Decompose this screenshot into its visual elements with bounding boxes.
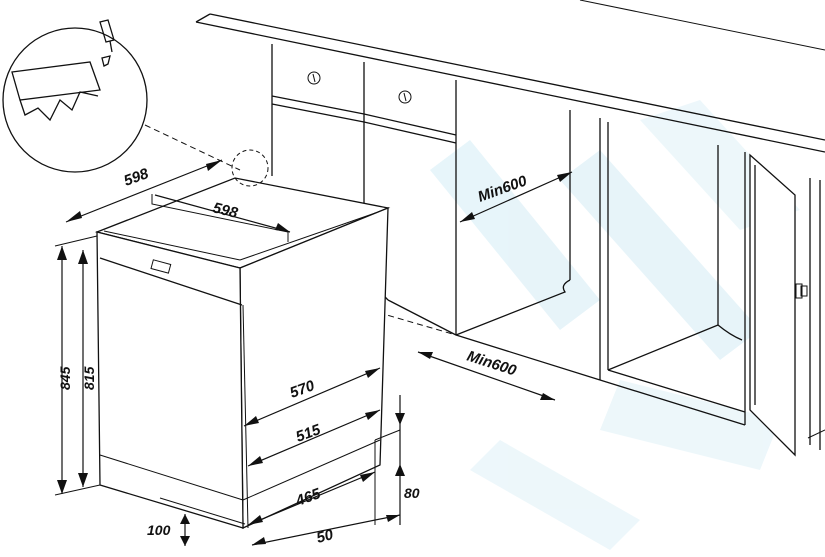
dimension-height-845: 845	[54, 235, 101, 496]
dishwasher	[94, 177, 391, 530]
door-cabinet	[599, 118, 825, 457]
watermark	[430, 100, 800, 550]
dimension-height-815: 815	[78, 250, 97, 487]
dimension-top-width-inner: 598	[154, 194, 291, 233]
dim-label-100: 100	[147, 522, 171, 538]
dimension-gap-80: 80	[395, 395, 420, 525]
cabinet-knob-icon	[307, 71, 321, 85]
detail-inset	[2, 19, 269, 187]
dim-label-50: 50	[315, 526, 336, 547]
dimension-niche-depth: Min600	[417, 348, 556, 401]
dimension-offset-50: 50	[251, 429, 401, 547]
screw-icon	[101, 55, 111, 67]
dim-label-80: 80	[404, 485, 420, 501]
dim-label-598-outer: 598	[122, 165, 152, 190]
dim-label-815: 815	[81, 366, 97, 390]
cabinet-knob-icon	[795, 283, 808, 299]
dim-label-845: 845	[57, 366, 73, 390]
cabinet-knob-icon	[398, 90, 412, 104]
screwdriver-icon	[99, 19, 115, 53]
dimension-plinth-100: 100	[147, 497, 246, 546]
dim-label-598-inner: 598	[211, 199, 240, 222]
countertop	[195, 0, 825, 153]
